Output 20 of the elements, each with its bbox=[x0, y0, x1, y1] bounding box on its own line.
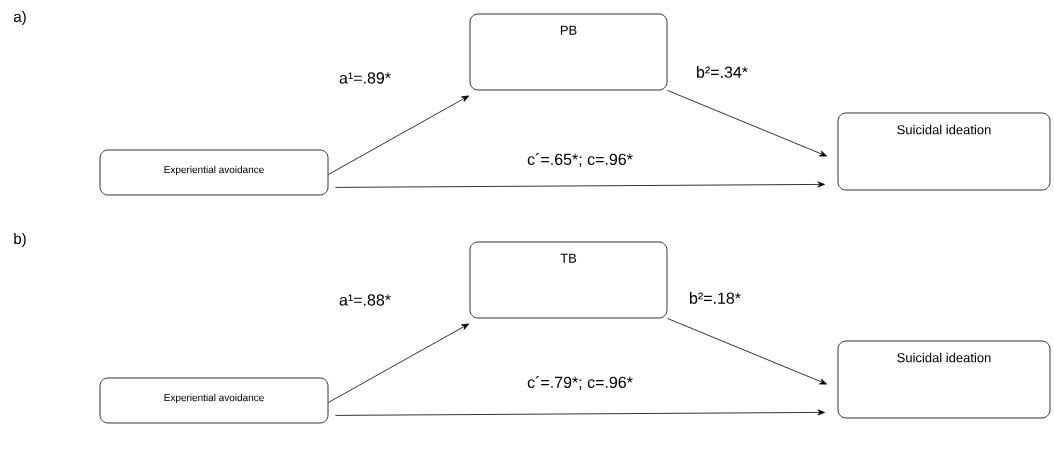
process-box: Suicidal ideation bbox=[837, 112, 1051, 191]
panel-label: a) bbox=[14, 11, 26, 25]
arrow bbox=[328, 323, 470, 403]
edge-label: a¹=.88* bbox=[339, 294, 391, 306]
process-box: Experiential avoidance bbox=[99, 149, 329, 196]
process-box: Experiential avoidance bbox=[99, 377, 329, 424]
edge-label: b²=.18* bbox=[690, 292, 741, 304]
arrow bbox=[335, 181, 825, 188]
arrow bbox=[328, 95, 470, 175]
arrow bbox=[667, 90, 827, 157]
edge-label: a¹=.89* bbox=[339, 72, 391, 84]
arrow bbox=[667, 318, 827, 385]
edge-label: b²=.34* bbox=[697, 66, 748, 78]
edge-label: c´=.79*; c=.96* bbox=[527, 376, 633, 390]
process-box: TB bbox=[469, 241, 668, 319]
panel-label: b) bbox=[14, 233, 26, 247]
process-box: Suicidal ideation bbox=[837, 340, 1051, 419]
arrow bbox=[335, 409, 825, 416]
process-box: PB bbox=[469, 13, 668, 91]
edge-label: c´=.65*; c=.96* bbox=[527, 153, 633, 167]
